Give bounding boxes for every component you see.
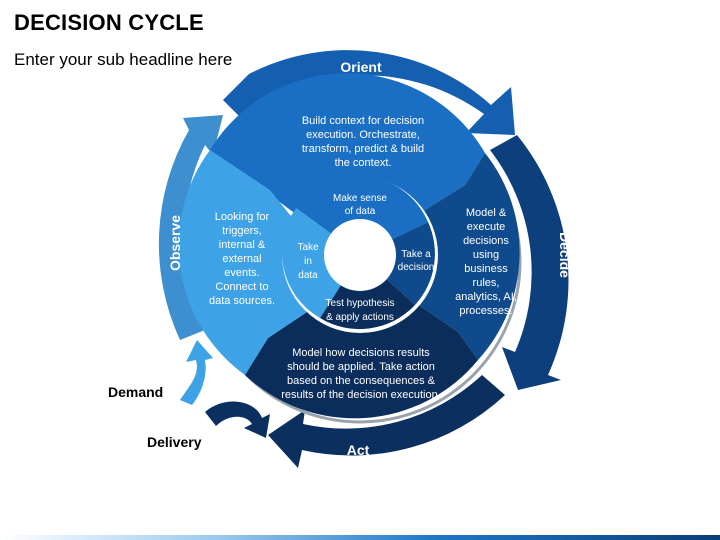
svg-text:internal &: internal & xyxy=(219,239,266,251)
center-hub xyxy=(324,219,396,291)
decide-label: Decide xyxy=(557,232,573,278)
svg-text:using: using xyxy=(473,249,499,261)
segment-decide xyxy=(360,153,520,360)
observe-text: Looking for triggers, internal & externa… xyxy=(209,211,275,307)
segment-observe xyxy=(178,150,360,375)
observe-label: Observe xyxy=(167,215,183,271)
svg-text:external: external xyxy=(222,253,261,265)
demand-label: Demand xyxy=(108,384,163,400)
svg-text:triggers,: triggers, xyxy=(222,225,262,237)
inner-make-sense-text: Make sense of data xyxy=(333,193,387,217)
svg-text:data sources.: data sources. xyxy=(209,295,275,307)
inner-take-decision xyxy=(360,222,435,305)
segment-act xyxy=(245,262,478,419)
act-arrow xyxy=(268,375,505,468)
svg-text:data: data xyxy=(298,270,318,281)
svg-text:decision: decision xyxy=(398,262,435,273)
svg-text:& apply actions: & apply actions xyxy=(326,312,394,323)
svg-text:Looking for: Looking for xyxy=(215,211,270,223)
inner-take-data xyxy=(281,208,360,318)
decide-text: Model & execute decisions using business… xyxy=(455,207,517,317)
svg-text:Take: Take xyxy=(297,242,319,253)
svg-text:analytics, AI,: analytics, AI, xyxy=(455,291,517,303)
svg-text:of data: of data xyxy=(345,206,376,217)
svg-text:Make sense: Make sense xyxy=(333,193,387,204)
inner-take-data-text: Take in data xyxy=(297,242,319,281)
decide-arrow xyxy=(490,135,569,390)
svg-text:Take a: Take a xyxy=(401,249,431,260)
inner-take-decision-text: Take a decision xyxy=(398,249,435,273)
inner-test-text: Test hypothesis & apply actions xyxy=(326,298,395,323)
delivery-label: Delivery xyxy=(147,434,202,450)
svg-text:results of the decision execut: results of the decision execution. xyxy=(281,389,441,401)
observe-arrow xyxy=(158,115,223,340)
svg-text:decisions: decisions xyxy=(463,235,509,247)
demand-arrow xyxy=(180,340,213,405)
svg-text:transform, predict & build: transform, predict & build xyxy=(302,143,424,155)
orient-text: Build context for decision execution. Or… xyxy=(302,115,424,169)
svg-text:based on the consequences &: based on the consequences & xyxy=(287,375,436,387)
svg-text:Model how decisions results: Model how decisions results xyxy=(292,347,430,359)
orient-arrow xyxy=(223,50,515,136)
svg-text:should be applied. Take action: should be applied. Take action xyxy=(287,361,435,373)
svg-text:execute: execute xyxy=(467,221,506,233)
svg-text:processes.: processes. xyxy=(459,305,512,317)
inner-test xyxy=(320,255,415,330)
svg-text:business: business xyxy=(464,263,508,275)
svg-text:the context.: the context. xyxy=(335,157,392,169)
svg-text:Connect to: Connect to xyxy=(215,281,268,293)
delivery-arrow xyxy=(205,401,270,438)
page-title: DECISION CYCLE xyxy=(14,10,204,35)
act-text: Model how decisions results should be ap… xyxy=(281,347,441,401)
svg-text:events.: events. xyxy=(224,267,259,279)
page-subtitle: Enter your sub headline here xyxy=(14,50,233,69)
svg-text:Test hypothesis: Test hypothesis xyxy=(326,298,395,309)
svg-text:Model &: Model & xyxy=(466,207,507,219)
inner-make-sense xyxy=(296,175,428,255)
act-label: Act xyxy=(347,442,370,458)
svg-text:in: in xyxy=(304,256,312,267)
footer-gradient-bar xyxy=(0,535,720,540)
svg-text:execution. Orchestrate,: execution. Orchestrate, xyxy=(306,129,420,141)
orient-label: Orient xyxy=(340,59,382,75)
svg-text:rules,: rules, xyxy=(473,277,500,289)
svg-text:Build context for decision: Build context for decision xyxy=(302,115,424,127)
